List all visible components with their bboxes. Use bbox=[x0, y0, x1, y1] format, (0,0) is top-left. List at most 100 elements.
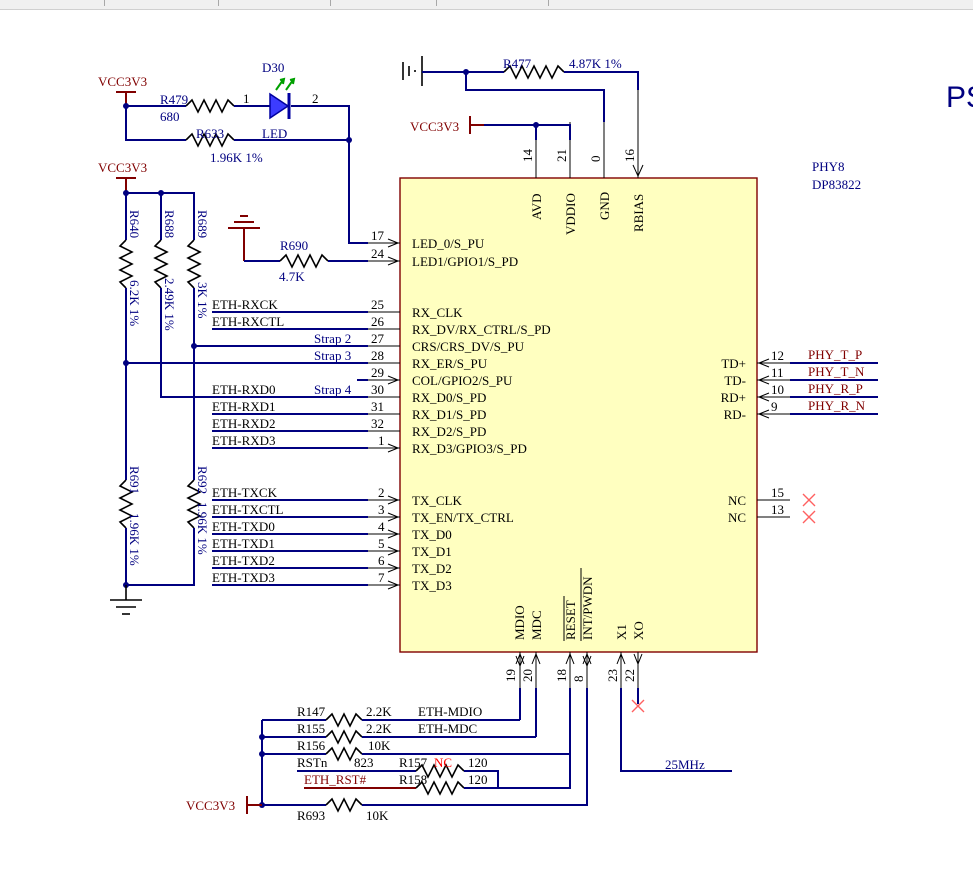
r477-body[interactable] bbox=[503, 64, 565, 80]
led-light-icon bbox=[285, 77, 296, 91]
r147-ref: R147 bbox=[297, 704, 326, 719]
gnd-symbol-r690 bbox=[228, 215, 260, 261]
r633-value: 1.96K 1% bbox=[210, 150, 263, 165]
pin-num: 26 bbox=[371, 314, 385, 329]
r158-value: 120 bbox=[468, 772, 488, 787]
r691-ref: R691 bbox=[127, 466, 142, 494]
pin-name: RBIAS bbox=[631, 194, 646, 232]
r157-ref: R157 bbox=[399, 755, 428, 770]
junction bbox=[158, 190, 164, 196]
wire bbox=[564, 71, 639, 90]
net-label: ETH-RXD3 bbox=[212, 433, 276, 448]
r691-body[interactable] bbox=[118, 479, 134, 529]
gnd-symbol-strap bbox=[110, 585, 142, 615]
junction bbox=[533, 122, 539, 128]
pin-name: RX_D0/S_PD bbox=[412, 390, 486, 405]
strap-label: Strap 4 bbox=[314, 382, 352, 397]
pin-name: TX_EN/TX_CTRL bbox=[412, 510, 514, 525]
pin-num: 3 bbox=[378, 502, 385, 517]
diff-net-label: PHY_R_N bbox=[808, 398, 866, 413]
pin-num: 32 bbox=[371, 416, 384, 431]
net-label: ETH-TXD1 bbox=[212, 536, 275, 551]
pin-num: 18 bbox=[554, 669, 569, 682]
junction bbox=[463, 69, 469, 75]
rstn-label: RSTn bbox=[297, 755, 328, 770]
wire bbox=[125, 106, 186, 141]
r640-body[interactable] bbox=[118, 239, 134, 289]
junction bbox=[123, 190, 129, 196]
pin-name: RX_ER/S_PU bbox=[412, 356, 488, 371]
wire bbox=[160, 288, 368, 398]
pin-name: LED1/GPIO1/S_PD bbox=[412, 254, 518, 269]
tab-separator bbox=[548, 0, 549, 6]
junction bbox=[259, 734, 265, 740]
pin-num: 5 bbox=[378, 536, 385, 551]
r692-body[interactable] bbox=[186, 479, 202, 529]
pin-num: 16 bbox=[622, 149, 637, 163]
tab-separator bbox=[218, 0, 219, 6]
gnd-symbol-top bbox=[402, 56, 423, 86]
pin-name: RX_DV/RX_CTRL/S_PD bbox=[412, 322, 551, 337]
pin-num: 28 bbox=[371, 348, 384, 363]
pin-name: NC bbox=[728, 493, 746, 508]
led-pin1: 1 bbox=[243, 91, 250, 106]
pin-name: TX_CLK bbox=[412, 493, 462, 508]
r689-body[interactable] bbox=[186, 239, 202, 289]
pin-num: 17 bbox=[371, 228, 385, 243]
r479-body[interactable] bbox=[185, 98, 235, 114]
wire bbox=[464, 770, 499, 788]
led-ref: D30 bbox=[262, 60, 284, 75]
phy-chip-body[interactable] bbox=[399, 177, 758, 653]
net-label: ETH-TXD3 bbox=[212, 570, 275, 585]
clock-net-label: 25MHz bbox=[665, 757, 705, 772]
r147-body[interactable] bbox=[325, 712, 363, 728]
net-label: ETH-TXCK bbox=[212, 485, 278, 500]
pin-name: RESET bbox=[563, 600, 578, 640]
r157-value: 120 bbox=[468, 755, 488, 770]
pin-name: RD- bbox=[724, 407, 746, 422]
pin-name: RX_D3/GPIO3/S_PD bbox=[412, 441, 527, 456]
r156-body[interactable] bbox=[325, 746, 363, 762]
r823-value: 823 bbox=[354, 755, 374, 770]
pin-num: 10 bbox=[771, 382, 784, 397]
net-label: ETH-TXD0 bbox=[212, 519, 275, 534]
pin-num: 23 bbox=[605, 669, 620, 682]
r693-body[interactable] bbox=[325, 797, 363, 813]
strap-label: Strap 2 bbox=[314, 331, 351, 346]
pin-name: XO bbox=[631, 621, 646, 640]
wire bbox=[484, 124, 571, 140]
pin-num: 2 bbox=[378, 485, 385, 500]
pin-num: 20 bbox=[520, 669, 535, 682]
pin-num: 13 bbox=[771, 502, 784, 517]
r157-body[interactable] bbox=[415, 763, 465, 779]
r688-body[interactable] bbox=[153, 239, 169, 289]
led-d30[interactable] bbox=[269, 77, 296, 120]
pin-name: VDDIO bbox=[563, 193, 578, 235]
led-type: LED bbox=[262, 126, 287, 141]
pin-num: 8 bbox=[571, 676, 586, 683]
diff-net-label: PHY_T_P bbox=[808, 347, 862, 362]
junction bbox=[123, 103, 129, 109]
pin-name: MDIO bbox=[512, 605, 527, 640]
r693-ref: R693 bbox=[297, 808, 325, 823]
r158-body[interactable] bbox=[415, 780, 465, 796]
r690-body[interactable] bbox=[279, 253, 329, 269]
junction bbox=[346, 137, 352, 143]
r477-value: 4.87K 1% bbox=[569, 56, 622, 71]
chip-part-number: DP83822 bbox=[812, 177, 861, 192]
net-label: ETH-RXCTL bbox=[212, 314, 284, 329]
rst-net-label: ETH_RST# bbox=[304, 772, 367, 787]
r693-value: 10K bbox=[366, 808, 389, 823]
pin-num: 24 bbox=[371, 246, 385, 261]
sheet-border bbox=[0, 9, 973, 10]
r640-value: 6.2K 1% bbox=[127, 280, 142, 326]
r692-value: 1.96K 1% bbox=[195, 502, 210, 555]
r633-body[interactable] bbox=[185, 132, 235, 148]
no-connect-icon bbox=[802, 493, 816, 507]
pin-num: 31 bbox=[371, 399, 384, 414]
vcc-symbol-top: VCC3V3 bbox=[410, 116, 484, 134]
led-pin2: 2 bbox=[312, 91, 319, 106]
r157-nc-note: NC bbox=[434, 755, 452, 770]
r155-body[interactable] bbox=[325, 729, 363, 745]
